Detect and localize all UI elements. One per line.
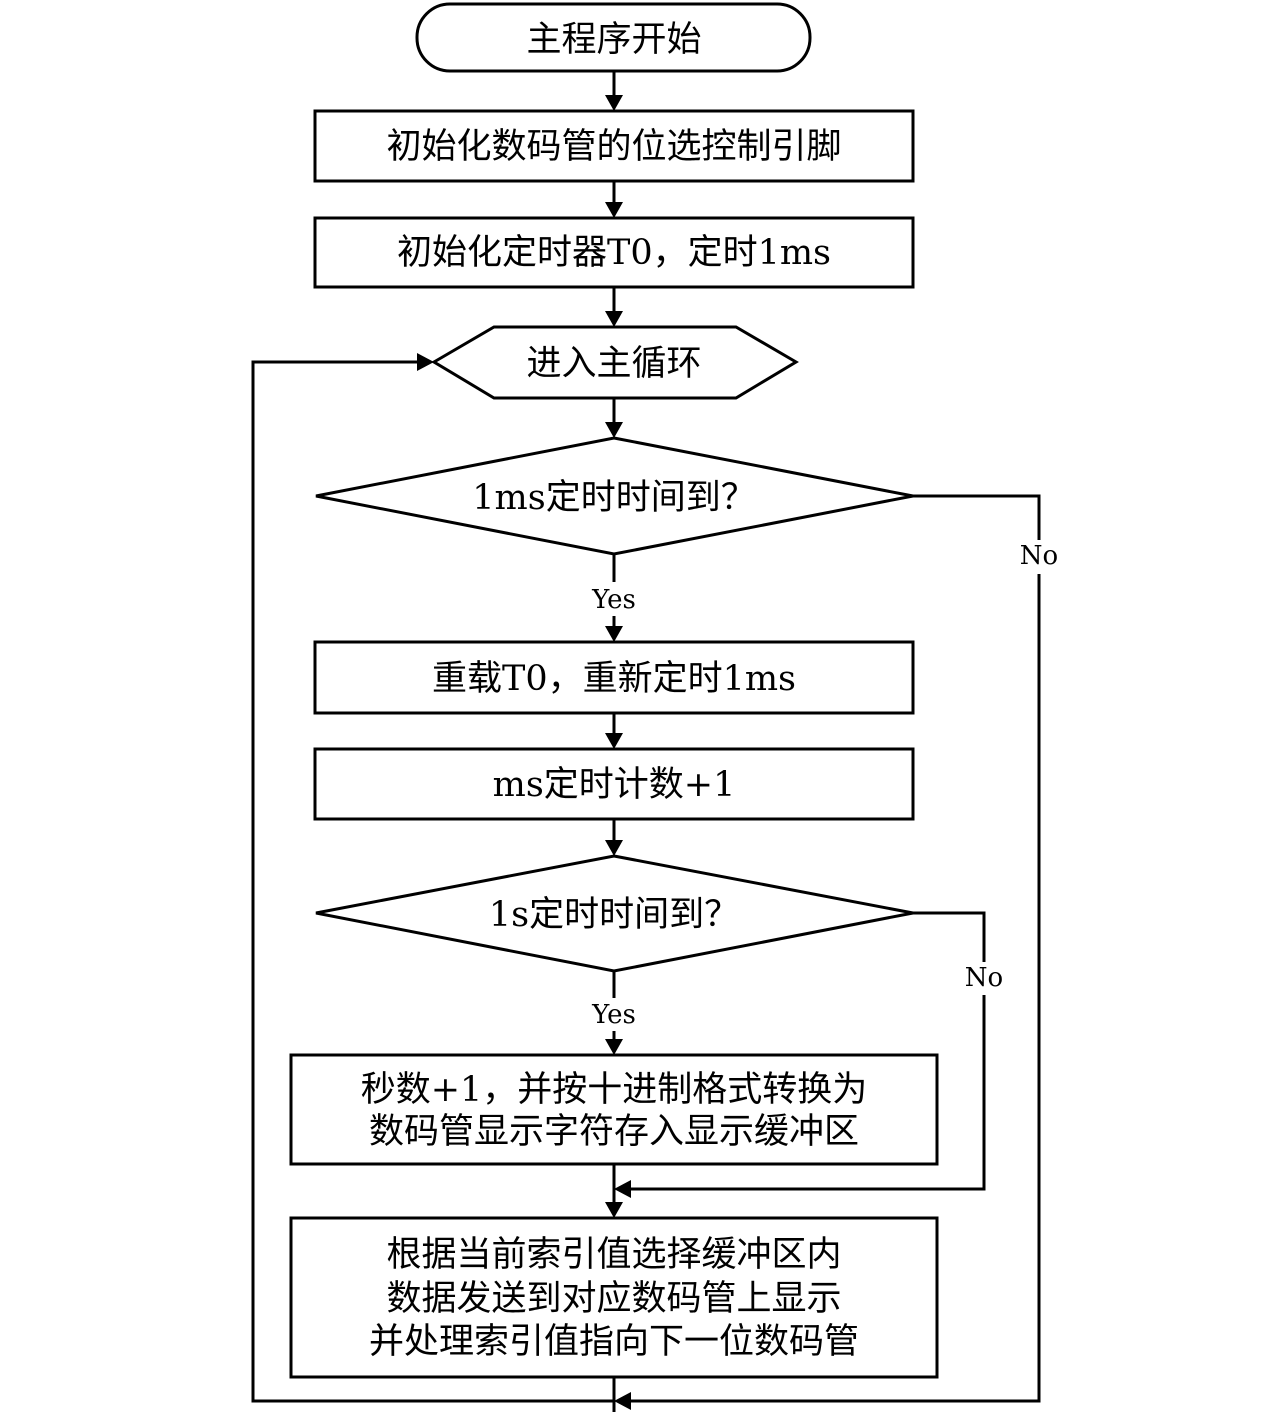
connector-loop-back: [251, 360, 614, 1403]
ms-count-label: ms定时计数+1: [493, 765, 736, 805]
init-pins-label: 初始化数码管的位选控制引脚: [386, 127, 841, 167]
arrowhead: [605, 311, 623, 327]
arrowhead: [417, 353, 434, 371]
connector-check1ms-no: [913, 494, 1041, 540]
arrowhead: [605, 733, 623, 749]
no-1s-label: No: [965, 963, 1003, 993]
display-line-2: 数据发送到对应数码管上显示: [386, 1279, 841, 1319]
seconds-box: [289, 1053, 939, 1166]
arrowhead: [605, 626, 623, 642]
seconds-line-1: 秒数+1，并按十进制格式转换为: [361, 1070, 868, 1110]
init-pins-box: [313, 109, 915, 183]
main-loop-hexagon: [431, 325, 799, 400]
arrowhead: [605, 422, 623, 438]
no-1ms-label: No: [1020, 541, 1058, 571]
display-line-3: 并处理索引值指向下一位数码管: [369, 1322, 859, 1362]
connector-no-1ms-return: [629, 574, 1041, 1403]
arrowhead: [605, 840, 623, 856]
yes-1ms-label: Yes: [591, 585, 636, 615]
reload-label: 重载T0，重新定时1ms: [432, 659, 796, 699]
connector-check1s-no: [913, 911, 986, 962]
yes-1s-label: Yes: [591, 1000, 636, 1030]
seconds-line-2: 数码管显示字符存入显示缓冲区: [369, 1112, 859, 1152]
display-box: [289, 1216, 939, 1379]
arrowhead: [605, 202, 623, 218]
connector-no-1s-return: [629, 995, 986, 1191]
display-line-1: 根据当前索引值选择缓冲区内: [386, 1235, 841, 1275]
arrowhead: [614, 1392, 631, 1410]
check-1s-label: 1s定时时间到？: [489, 895, 739, 935]
arrowhead: [614, 1180, 631, 1198]
check-1ms-label: 1ms定时时间到？: [472, 478, 755, 518]
arrowhead: [605, 95, 623, 111]
init-timer-label: 初始化定时器T0，定时1ms: [397, 233, 831, 273]
arrowhead: [605, 1039, 623, 1055]
start-label: 主程序开始: [526, 20, 701, 60]
arrowhead: [605, 1202, 623, 1218]
main-loop-label: 进入主循环: [526, 344, 701, 384]
